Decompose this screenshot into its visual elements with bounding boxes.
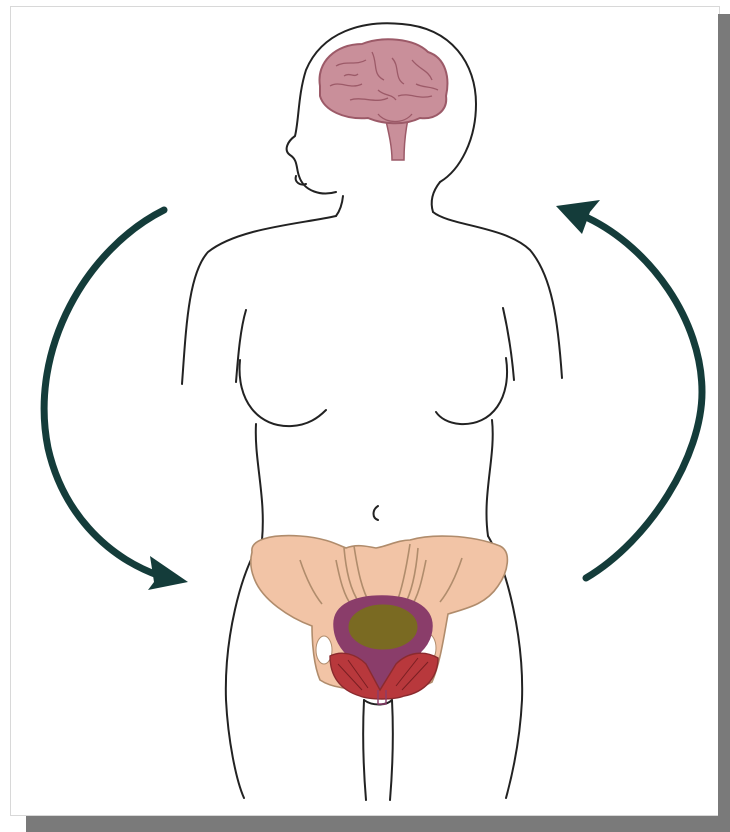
arrow-left-curve [44,210,164,576]
left-inner-thigh [363,700,366,800]
pelvis-group [251,536,508,704]
right-waist [486,420,492,536]
arrow-right-curve [586,218,702,578]
neck-right [432,182,440,212]
bladder-contents [349,605,417,649]
right-shoulder-arm [433,212,562,378]
navel [374,506,379,520]
brain [319,39,447,123]
left-shoulder-arm [182,216,336,384]
neck-left [336,196,343,216]
right-arm-inner [503,308,514,380]
arrow-left-head [148,556,188,590]
arrows [44,200,702,590]
right-inner-thigh [390,700,393,800]
left-breast [240,360,326,426]
right-breast [436,358,507,424]
left-arm-inner [236,310,246,382]
left-waist [256,424,263,540]
brain-group [319,39,447,160]
